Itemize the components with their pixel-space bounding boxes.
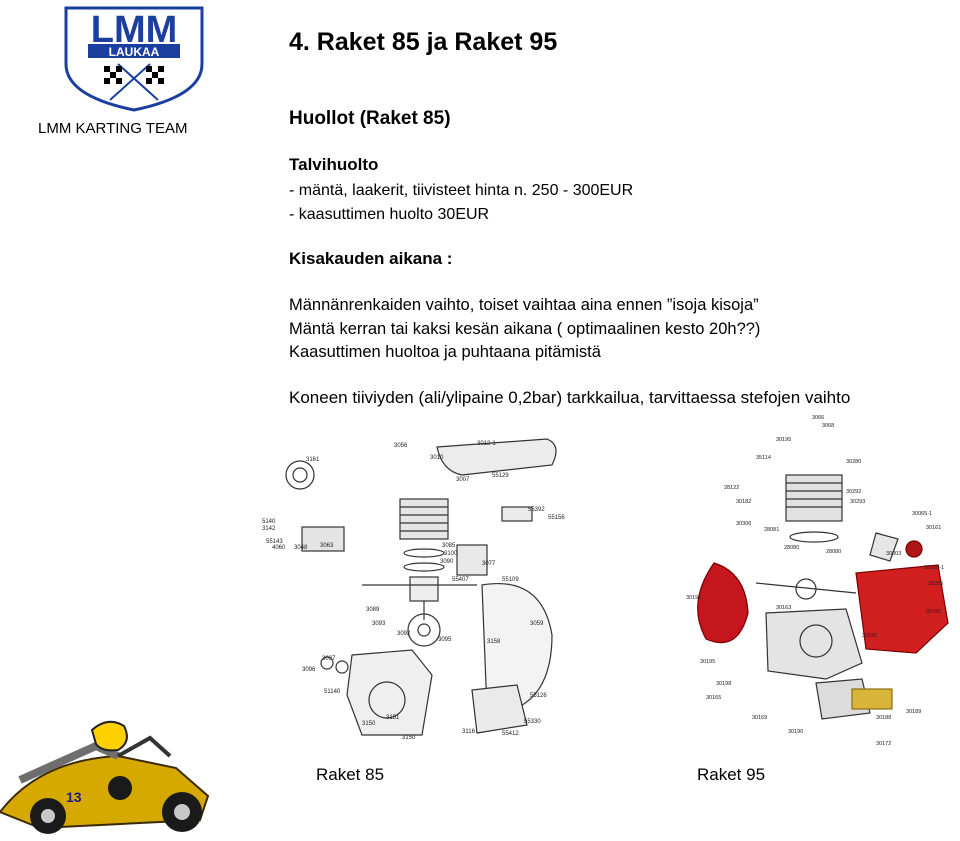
svg-text:55412: 55412 [502,731,519,737]
caption-raket-95: Raket 95 [697,765,766,784]
svg-text:3150: 3150 [402,735,416,741]
svg-text:55392: 55392 [528,507,545,513]
svg-text:51140: 51140 [324,689,341,695]
svg-text:5140: 5140 [262,519,276,525]
svg-text:30293: 30293 [850,499,865,505]
svg-text:30198: 30198 [716,681,731,687]
svg-text:3142: 3142 [262,526,276,532]
season-item: Kaasuttimen huoltoa ja puhtaana pitämist… [289,343,601,361]
svg-text:30189: 30189 [906,709,921,715]
svg-text:30163: 30163 [776,605,791,611]
svg-text:28080: 28080 [784,545,799,551]
season-item: Männänrenkaiden vaihto, toiset vaihtaa a… [289,296,759,314]
svg-text:28122: 28122 [724,485,739,491]
svg-text:30292: 30292 [846,489,861,495]
svg-text:30169: 30169 [752,715,767,721]
svg-text:30195: 30195 [926,609,941,615]
svg-text:30065-1: 30065-1 [912,511,932,517]
svg-text:3007: 3007 [456,477,470,483]
svg-text:3068: 3068 [822,423,834,429]
svg-text:3056: 3056 [394,443,408,449]
svg-text:4060: 4060 [272,545,286,551]
svg-text:55330: 55330 [524,719,541,725]
engine-seal-note: Koneen tiiviyden (ali/ylipaine 0,2bar) t… [289,388,851,407]
winter-service-heading: Talvihuolto [289,155,379,174]
winter-service-item: - mäntä, laakerit, tiivisteet hinta n. 2… [289,182,634,199]
winter-service-list: - mäntä, laakerit, tiivisteet hinta n. 2… [289,179,633,227]
raket-95-exploded-diagram: 3066 3068 30195 35114 30280 28122 30182 30306… [676,413,960,753]
svg-text:30195: 30195 [776,437,791,443]
svg-text:30195: 30195 [700,659,715,665]
svg-text:3010: 3010 [430,455,444,461]
svg-text:3150: 3150 [362,721,376,727]
season-heading: Kisakauden aikana : [289,249,453,268]
svg-text:LAUKAA: LAUKAA [109,45,160,59]
svg-text:55126: 55126 [530,693,547,699]
svg-text:30190: 30190 [788,729,803,735]
svg-text:30161: 30161 [926,525,941,531]
caption-raket-85: Raket 85 [316,765,385,784]
page-title: 4. Raket 85 ja Raket 95 [289,28,558,56]
svg-text:3097: 3097 [322,656,336,662]
svg-text:3066: 3066 [812,415,824,421]
svg-text:30306: 30306 [736,521,751,527]
svg-text:3161: 3161 [306,457,320,463]
svg-text:3096: 3096 [302,667,316,673]
svg-text:55156: 55156 [548,515,565,521]
svg-text:3085: 3085 [442,543,456,549]
svg-text:30280: 30280 [846,459,861,465]
svg-text:28080: 28080 [826,549,841,555]
svg-text:28285: 28285 [928,581,943,587]
svg-text:30195: 30195 [686,595,701,601]
svg-text:55129: 55129 [492,473,509,479]
svg-text:30003: 30003 [886,551,901,557]
section-subtitle: Huollot (Raket 85) [289,108,451,129]
svg-text:28081: 28081 [764,527,779,533]
svg-text:3090: 3090 [440,559,454,565]
svg-text:35114: 35114 [756,455,771,461]
svg-text:13: 13 [66,789,82,805]
svg-text:3092: 3092 [397,631,411,637]
svg-text:30188: 30188 [876,715,891,721]
svg-text:3063: 3063 [320,543,334,549]
svg-text:3158: 3158 [487,639,501,645]
svg-text:30168-1: 30168-1 [924,565,944,571]
svg-text:30165: 30165 [706,695,721,701]
svg-text:30182: 30182 [736,499,751,505]
svg-text:55407: 55407 [452,577,469,583]
team-name: LMM KARTING TEAM [38,120,188,137]
svg-text:55109: 55109 [502,577,519,583]
season-list: Männänrenkaiden vaihto, toiset vaihtaa a… [289,294,760,365]
svg-text:3093: 3093 [372,621,386,627]
kart-illustration: 13 [0,716,228,836]
svg-text:3151: 3151 [386,715,400,721]
svg-text:3116: 3116 [462,729,476,735]
svg-text:3100: 3100 [444,551,458,557]
svg-text:30172: 30172 [876,741,891,747]
svg-text:30195: 30195 [862,633,877,639]
svg-text:3095: 3095 [438,637,452,643]
lmm-laukaa-logo: LMM LAUKAA [60,4,208,112]
winter-service-item: - kaasuttimen huolto 30EUR [289,206,490,223]
svg-text:3048: 3048 [294,545,308,551]
svg-text:3089: 3089 [366,607,380,613]
svg-text:3012-1: 3012-1 [477,441,496,447]
svg-text:3059: 3059 [530,621,544,627]
svg-text:55143: 55143 [266,539,283,545]
svg-text:3077: 3077 [482,561,496,567]
season-item: Mäntä kerran tai kaksi kesän aikana ( op… [289,319,761,338]
